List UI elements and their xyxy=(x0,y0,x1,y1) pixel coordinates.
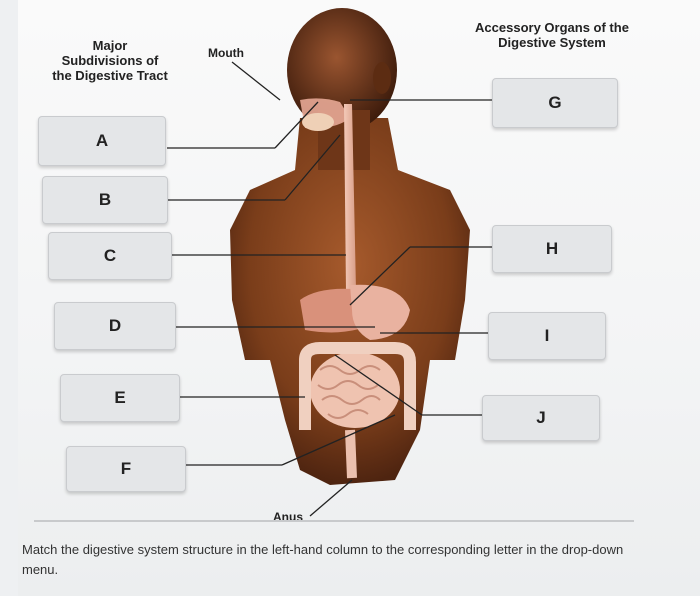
instructions-text: Match the digestive system structure in … xyxy=(22,542,624,577)
answer-box-d[interactable]: D xyxy=(54,302,176,350)
right-column-heading: Accessory Organs of the Digestive System xyxy=(452,20,652,50)
leader-lines xyxy=(167,61,492,517)
answer-box-c[interactable]: C xyxy=(48,232,172,280)
divider-line xyxy=(34,520,634,522)
answer-box-a[interactable]: A xyxy=(38,116,166,166)
answer-box-h[interactable]: H xyxy=(492,225,612,273)
left-heading-line-2: Subdivisions of xyxy=(61,53,159,68)
answer-box-b[interactable]: B xyxy=(42,176,168,224)
left-heading-line-1: Major xyxy=(92,38,128,53)
answer-box-g[interactable]: G xyxy=(492,78,618,128)
answer-box-i[interactable]: I xyxy=(488,312,606,360)
right-heading-line-1: Accessory Organs of the xyxy=(475,20,629,35)
mouth-label: Mouth xyxy=(208,46,244,60)
digestive-organs xyxy=(299,98,416,479)
left-heading-line-3: the Digestive Tract xyxy=(52,68,168,83)
left-column-heading: Major Subdivisions of the Digestive Trac… xyxy=(30,38,190,83)
answer-box-j[interactable]: J xyxy=(482,395,600,441)
answer-box-f[interactable]: F xyxy=(66,446,186,492)
right-heading-line-2: Digestive System xyxy=(498,35,606,50)
answer-box-e[interactable]: E xyxy=(60,374,180,422)
